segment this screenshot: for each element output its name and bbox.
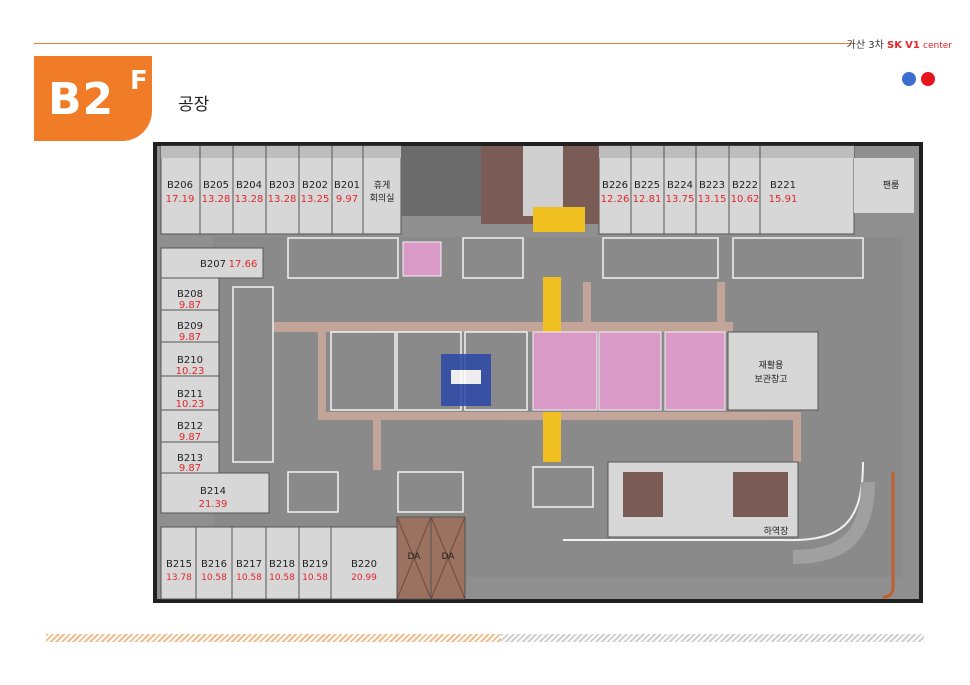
blue-dot-icon xyxy=(902,72,916,86)
brand-logo: 가산 3차 SK V1 center xyxy=(847,36,952,51)
red-dot-icon xyxy=(921,72,935,86)
unit-b224-label: B224 xyxy=(667,180,693,191)
unit-b205-area: 13.28 xyxy=(202,194,231,205)
da-label-2: DA xyxy=(442,552,456,562)
unit-b208-area: 9.87 xyxy=(179,300,201,311)
unit-b208-label: B208 xyxy=(177,289,203,300)
meeting-room-label-2: 회의실 xyxy=(370,193,395,204)
unit-b218-label: B218 xyxy=(269,559,295,570)
unit-b207-area: 17.66 xyxy=(229,259,258,270)
unit-b225-area: 12.81 xyxy=(633,194,662,205)
brand-prefix: 가산 3차 xyxy=(846,40,884,51)
unit-b204-label: B204 xyxy=(236,180,262,191)
unit-b222-label: B222 xyxy=(732,180,758,191)
unit-b207-label: B207 xyxy=(200,259,226,270)
unit-b219-label: B219 xyxy=(302,559,328,570)
unit-b204-area: 13.28 xyxy=(235,194,264,205)
unit-b221-label: B221 xyxy=(770,180,796,191)
footer-stripe-left xyxy=(46,634,501,642)
floor-badge: B2 F xyxy=(34,56,152,141)
top-units-left xyxy=(160,145,402,235)
brand-vi: V1 xyxy=(905,40,920,51)
recycle-storage-label-2: 보관창고 xyxy=(754,374,787,385)
unit-b223-area: 13.15 xyxy=(698,194,727,205)
unit-b201-area: 9.97 xyxy=(336,194,358,205)
brand-sk: SK xyxy=(887,40,902,51)
unit-b212-area: 9.87 xyxy=(179,432,201,443)
unit-b213-area: 9.87 xyxy=(179,463,201,474)
unit-b222-area: 10.62 xyxy=(731,194,760,205)
unit-b215-label: B215 xyxy=(166,559,192,570)
unit-b224-area: 13.75 xyxy=(666,194,695,205)
unit-b214-area: 21.39 xyxy=(199,499,228,510)
unit-b223-label: B223 xyxy=(699,180,725,191)
page-subtitle: 공장 xyxy=(178,95,210,115)
unit-b226-area: 12.26 xyxy=(601,194,630,205)
unit-b226-label: B226 xyxy=(602,180,628,191)
unit-b212-label: B212 xyxy=(177,421,203,432)
unit-b211-area: 10.23 xyxy=(176,399,205,410)
unit-b206-label: B206 xyxy=(167,180,193,191)
unit-b206-area: 17.19 xyxy=(166,194,195,205)
brand-center: center xyxy=(923,41,952,51)
unit-b219-area: 10.58 xyxy=(302,573,328,583)
unit-b214-label: B214 xyxy=(200,486,226,497)
unit-b215-area: 13.78 xyxy=(166,573,192,583)
unit-b203-area: 13.28 xyxy=(268,194,297,205)
fan-room-label: 팬룸 xyxy=(883,180,900,191)
unit-b218-area: 10.58 xyxy=(269,573,295,583)
unit-b209-label: B209 xyxy=(177,321,203,332)
unit-b201-label: B201 xyxy=(334,180,360,191)
unit-b210-label: B210 xyxy=(177,355,203,366)
unit-b217-label: B217 xyxy=(236,559,262,570)
floor-plan: B206 B205 B204 B203 B202 B201 17.19 13.2… xyxy=(153,142,923,603)
unit-b221-area: 15.91 xyxy=(769,194,798,205)
loading-dock-label: 하역장 xyxy=(764,526,789,537)
header-rule xyxy=(34,43,854,44)
unit-b209-area: 9.87 xyxy=(179,332,201,343)
unit-b220-area: 20.99 xyxy=(351,573,377,583)
unit-b217-area: 10.58 xyxy=(236,573,262,583)
da-label-1: DA xyxy=(408,552,422,562)
unit-b216-area: 10.58 xyxy=(201,573,227,583)
unit-b216-label: B216 xyxy=(201,559,227,570)
unit-b210-area: 10.23 xyxy=(176,366,205,377)
unit-b202-area: 13.25 xyxy=(301,194,330,205)
unit-b202-label: B202 xyxy=(302,180,328,191)
floor-label: B2 xyxy=(48,74,115,125)
unit-b225-label: B225 xyxy=(634,180,660,191)
unit-b220-label: B220 xyxy=(351,559,377,570)
footer-stripe-right xyxy=(501,634,924,642)
unit-b213-label: B213 xyxy=(177,453,203,464)
meeting-room-label-1: 휴게 xyxy=(374,180,391,191)
floor-suffix: F xyxy=(130,66,148,96)
recycle-storage-label-1: 재활용 xyxy=(759,359,784,371)
unit-b203-label: B203 xyxy=(269,180,295,191)
unit-b211-label: B211 xyxy=(177,389,203,400)
unit-b205-label: B205 xyxy=(203,180,229,191)
